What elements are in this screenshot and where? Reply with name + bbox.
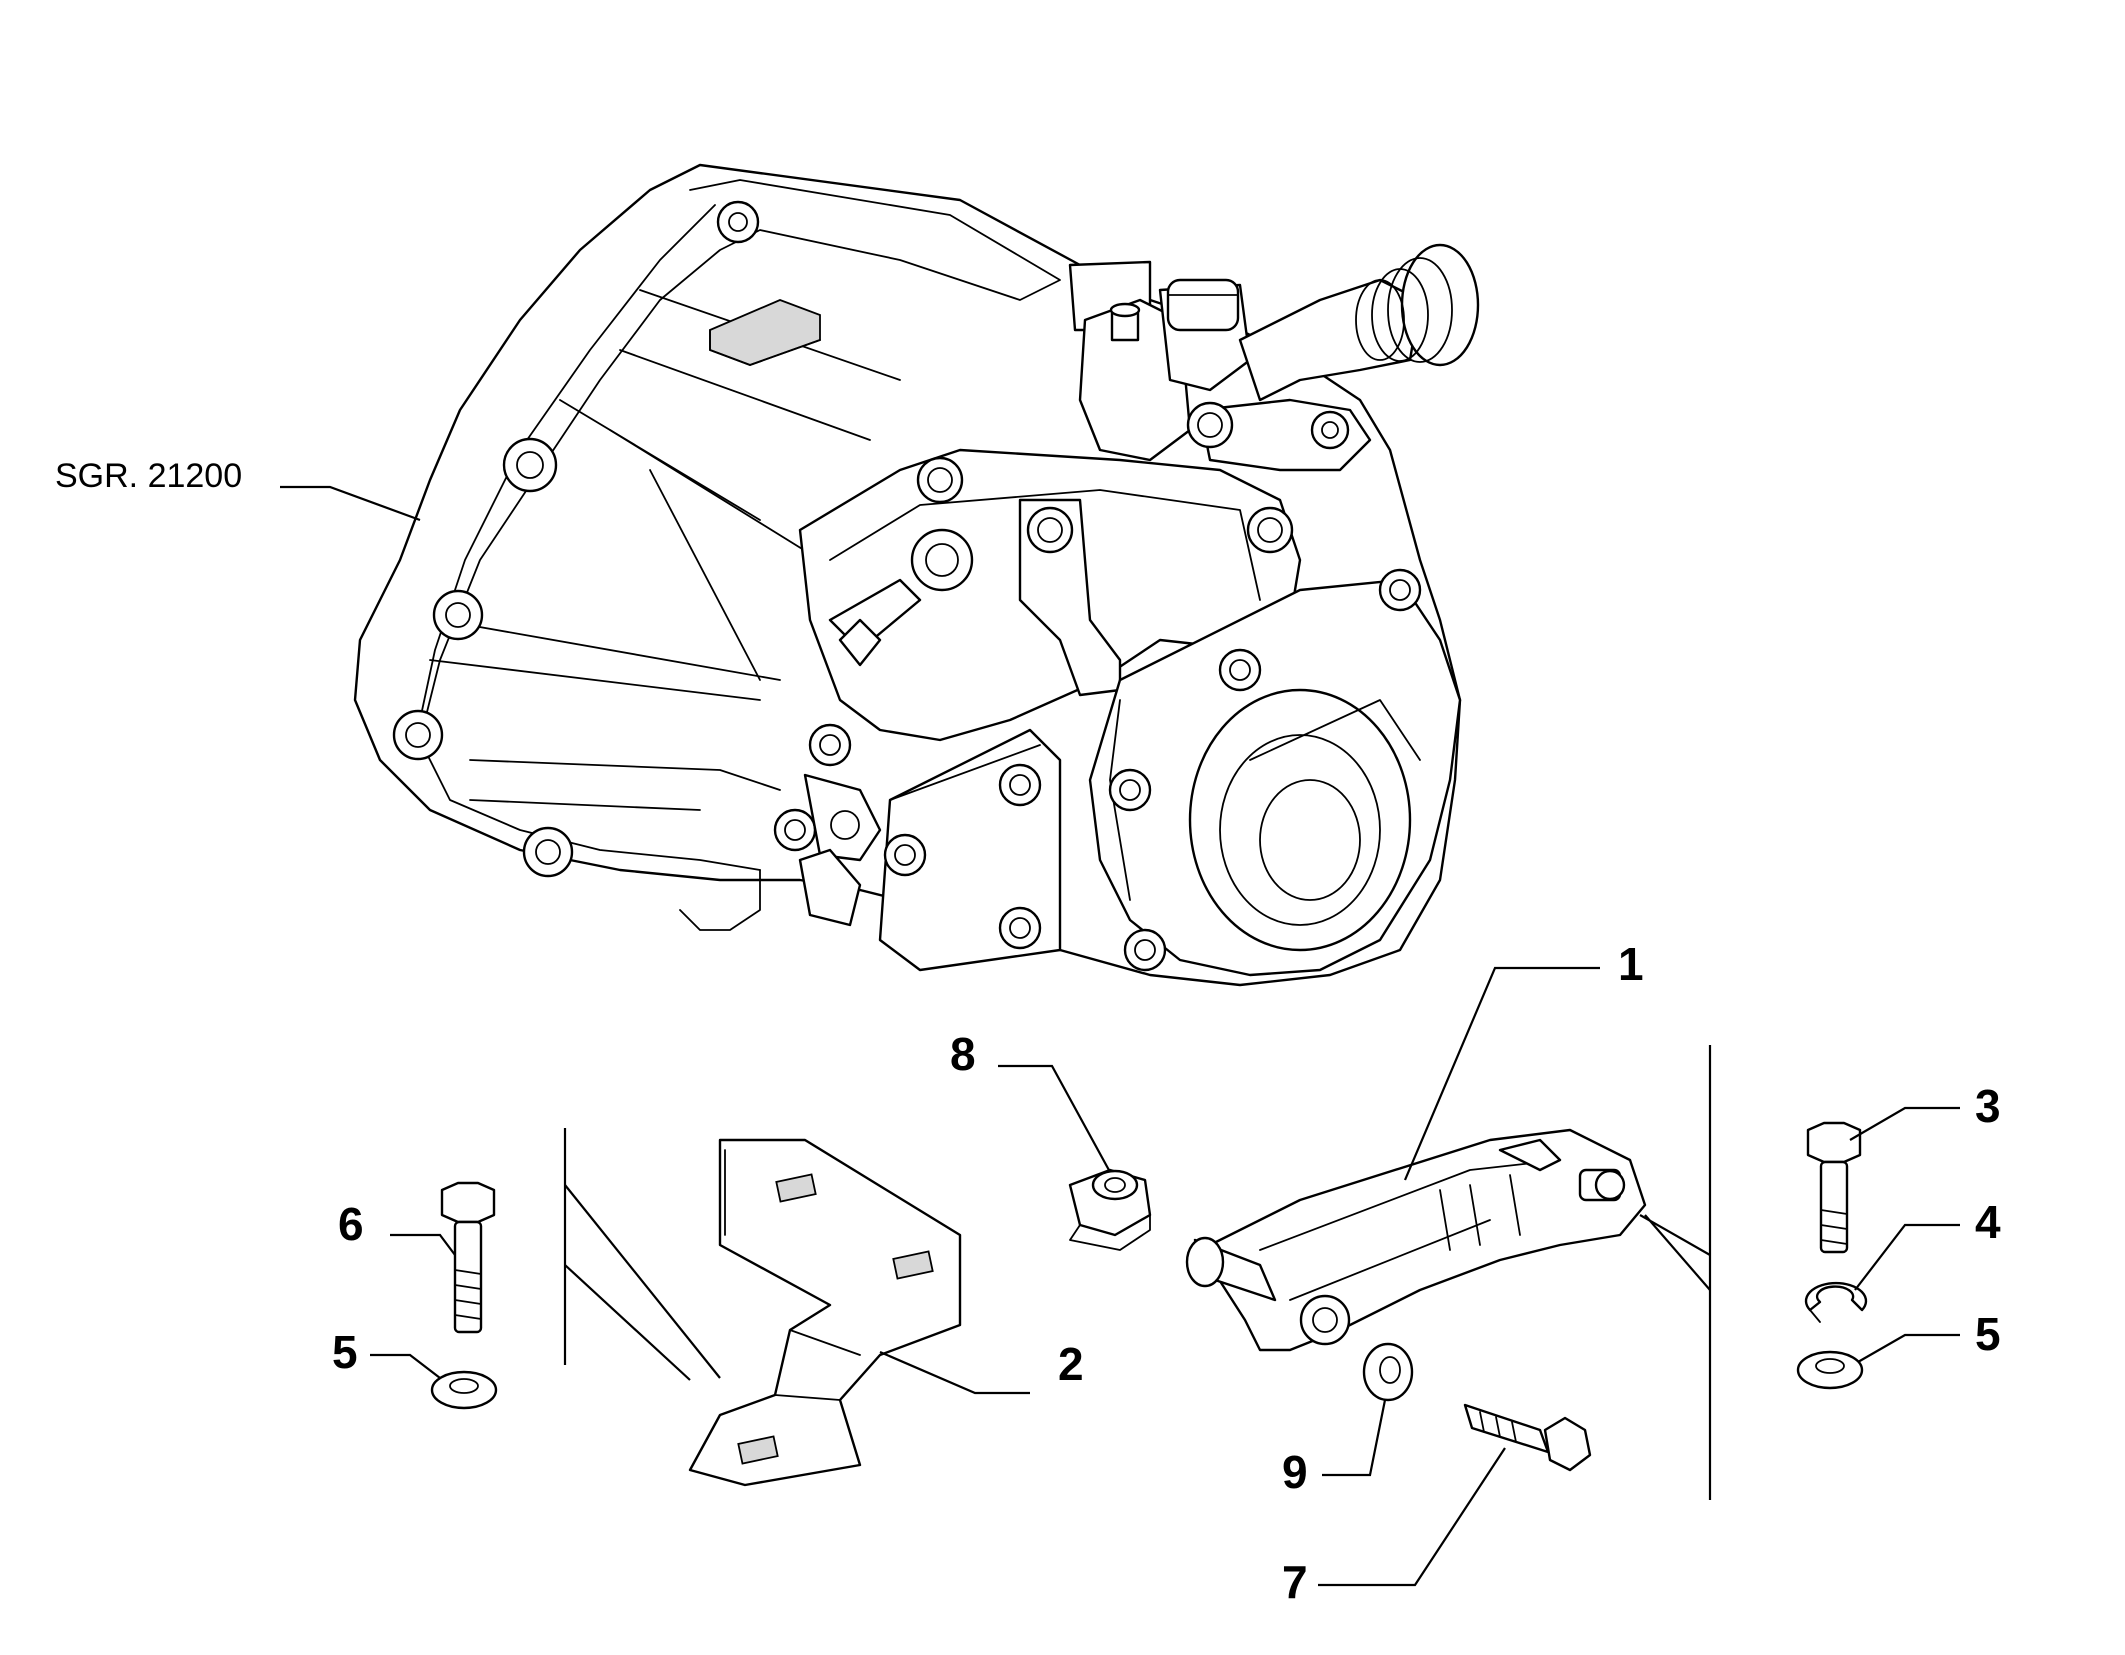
mounting-hole xyxy=(716,200,760,244)
bolt-head xyxy=(883,833,927,877)
bolt-head xyxy=(998,906,1042,950)
bolt-head xyxy=(916,456,964,504)
callout-4: 4 xyxy=(1975,1196,2001,1248)
callout-1: 1 xyxy=(1618,938,1644,990)
callout-9: 9 xyxy=(1282,1446,1308,1498)
callout-5-right: 5 xyxy=(1975,1308,2001,1360)
callout-5-left: 5 xyxy=(332,1326,358,1378)
link-rod xyxy=(1185,1128,1647,1352)
washer xyxy=(430,1370,498,1410)
group-bracket-right xyxy=(1639,1045,1712,1500)
bolt-head xyxy=(1186,401,1234,449)
callout-6: 6 xyxy=(338,1198,364,1250)
washer xyxy=(1362,1342,1414,1402)
mounting-hole xyxy=(502,437,558,493)
bolt-head xyxy=(1026,506,1074,554)
leader-lines xyxy=(370,966,1960,1587)
bolt-head xyxy=(1378,568,1422,612)
bolt-head xyxy=(808,723,852,767)
washer xyxy=(1796,1350,1864,1390)
bolt-head xyxy=(998,763,1042,807)
callout-7: 7 xyxy=(1282,1556,1308,1608)
reference-leader xyxy=(280,485,421,522)
bolt-head xyxy=(1123,928,1167,972)
bolt xyxy=(1806,1121,1862,1254)
group-bracket-left xyxy=(563,1128,721,1381)
gearbox-housing xyxy=(353,163,1480,987)
bolt-head xyxy=(1246,506,1294,554)
bracket-plate xyxy=(688,1138,962,1487)
mounting-hole xyxy=(522,826,574,878)
reference-label: SGR. 21200 xyxy=(55,457,242,495)
boss-ring xyxy=(910,528,974,592)
bolt xyxy=(1463,1403,1592,1472)
callout-3: 3 xyxy=(1975,1080,2001,1132)
callout-2: 2 xyxy=(1058,1338,1084,1390)
bolt-head xyxy=(1218,648,1262,692)
callout-8: 8 xyxy=(950,1028,976,1080)
flanged-nut xyxy=(1068,1168,1152,1251)
bolt-head xyxy=(1108,768,1152,812)
bolt xyxy=(440,1181,496,1334)
mounting-hole xyxy=(392,709,444,761)
mounting-hole xyxy=(432,589,484,641)
bolt-head xyxy=(773,808,817,852)
split-lock-washer xyxy=(1804,1281,1868,1323)
